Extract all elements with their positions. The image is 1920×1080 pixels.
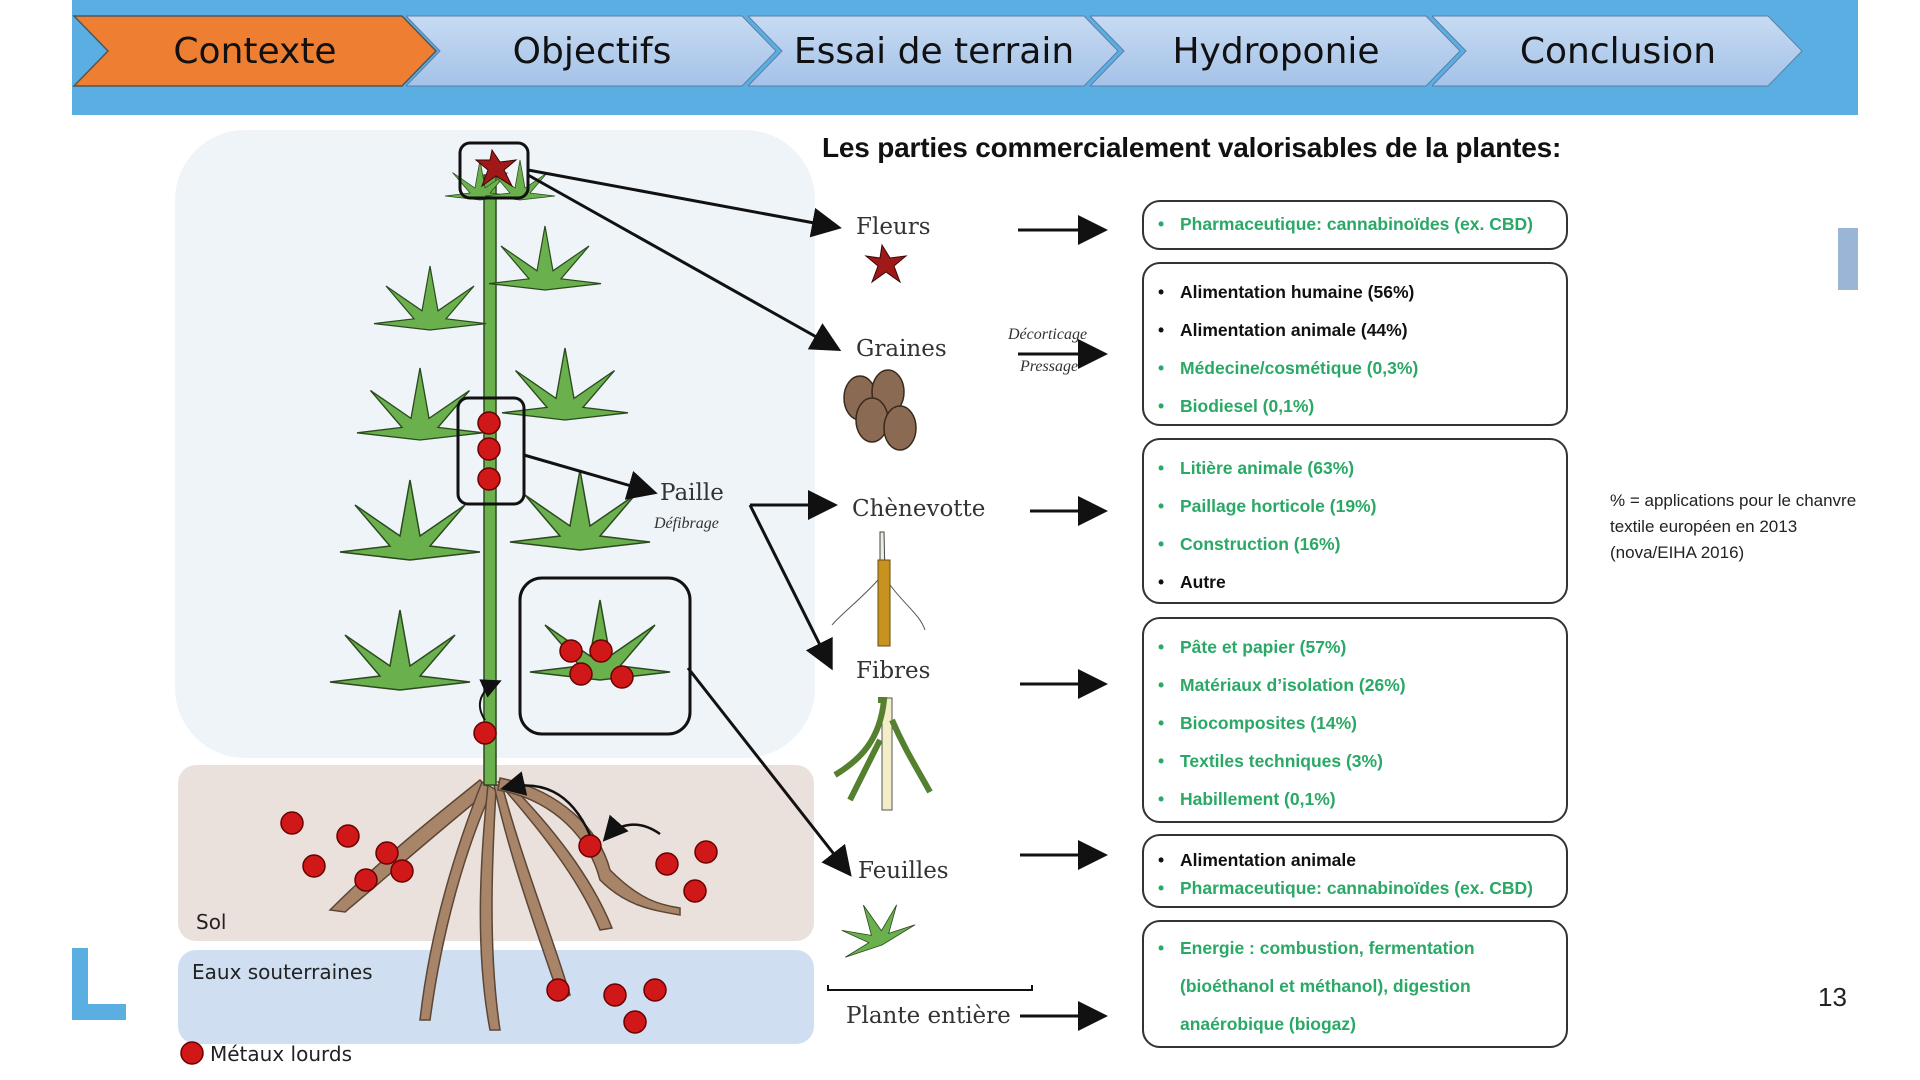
chevron-shape xyxy=(406,15,777,87)
roots xyxy=(328,777,681,1031)
nav-step-hydroponie[interactable]: Hydroponie xyxy=(1090,15,1462,87)
process-decorticage: Décorticage xyxy=(1008,326,1088,343)
uses-box-feuilles: Alimentation animalePharmaceutique: cann… xyxy=(1142,834,1568,908)
hemp-plant-illustration xyxy=(180,141,1108,1065)
use-item: Matériaux d’isolation (26%) xyxy=(1156,675,1566,713)
use-item: Autre xyxy=(1156,572,1566,610)
use-item: Biodiesel (0,1%) xyxy=(1156,396,1566,434)
nav-step-label: Essai de terrain xyxy=(793,30,1075,72)
heavy-metal-markers xyxy=(280,411,718,1034)
use-item: Energie : combustion, fermentation xyxy=(1156,938,1566,976)
use-item: Alimentation animale xyxy=(1156,850,1566,878)
use-item: Litière animale (63%) xyxy=(1156,458,1566,496)
part-label-feuilles: Feuilles xyxy=(858,858,949,884)
uses-box-fleurs: Pharmaceutique: cannabinoïdes (ex. CBD) xyxy=(1142,200,1568,250)
leaf-highlight xyxy=(518,576,692,736)
side-tab-marker xyxy=(1838,228,1858,290)
use-item: Pharmaceutique: cannabinoïdes (ex. CBD) xyxy=(1156,878,1566,906)
fibres-icon xyxy=(833,697,933,811)
process-pressage: Pressage xyxy=(1020,358,1079,375)
footnote-percentages: % = applications pour le chanvre textile… xyxy=(1610,491,1857,562)
use-item: Pâte et papier (57%) xyxy=(1156,637,1566,675)
nav-step-essai-de-terrain[interactable]: Essai de terrain xyxy=(748,15,1120,87)
nav-step-contexte[interactable]: Contexte xyxy=(72,15,438,87)
use-item: Habillement (0,1%) xyxy=(1156,789,1566,827)
use-item: Textiles techniques (3%) xyxy=(1156,751,1566,789)
page-number: 13 xyxy=(1818,982,1847,1012)
use-item: anaérobique (biogaz) xyxy=(1180,1014,1356,1034)
part-label-graines: Graines xyxy=(856,336,947,362)
nav-step-label: Hydroponie xyxy=(1172,30,1380,72)
use-item: Paillage horticole (19%) xyxy=(1156,496,1566,534)
leaves-icon xyxy=(828,888,918,962)
chevron-shape xyxy=(748,15,1119,87)
part-label-fleurs: Fleurs xyxy=(856,214,931,240)
uses-box-plante-entiere: Energie : combustion, fermentation(bioét… xyxy=(1142,920,1568,1048)
heavy-metal-legend-label: Métaux lourds xyxy=(210,1042,352,1066)
stem-highlight xyxy=(456,396,526,506)
nav-step-label: Objectifs xyxy=(512,30,672,72)
whole-plant-bracket xyxy=(827,985,1033,991)
nav-step-label: Conclusion xyxy=(1519,30,1717,72)
soil-label: Sol xyxy=(196,910,227,934)
nav-step-objectifs[interactable]: Objectifs xyxy=(406,15,778,87)
use-item: Biocomposites (14%) xyxy=(1156,713,1566,751)
part-label-plante-entiere: Plante entière xyxy=(846,1003,1011,1029)
flower-icon xyxy=(474,148,518,188)
heavy-metal-legend-icon xyxy=(180,1041,204,1065)
chevron-shape xyxy=(72,15,438,87)
chenevotte-icon xyxy=(831,531,926,647)
use-item: Médecine/cosmétique (0,3%) xyxy=(1156,358,1566,396)
process-defibrage: Défibrage xyxy=(654,515,719,532)
uses-box-chenevotte: Litière animale (63%)Paillage horticole … xyxy=(1142,438,1568,604)
uses-box-graines: Alimentation humaine (56%)Alimentation a… xyxy=(1142,262,1568,426)
logo-l-mark xyxy=(72,948,126,1020)
use-item: Alimentation humaine (56%) xyxy=(1156,282,1566,320)
slide-title: Les parties commercialement valorisables… xyxy=(822,132,1562,163)
chevron-shape xyxy=(1432,15,1803,87)
chevron-shape xyxy=(1090,15,1461,87)
groundwater-label: Eaux souterraines xyxy=(192,960,373,984)
use-item: Construction (16%) xyxy=(1156,534,1566,572)
flowers-icon xyxy=(864,243,908,284)
use-item: (bioéthanol et méthanol), digestion xyxy=(1180,976,1471,996)
uses-box-fibres: Pâte et papier (57%)Matériaux d’isolatio… xyxy=(1142,617,1568,823)
nav-step-label: Contexte xyxy=(173,30,337,72)
part-label-chenevotte: Chènevotte xyxy=(852,496,986,522)
paille-label: Paille xyxy=(660,480,724,506)
nav-step-conclusion[interactable]: Conclusion xyxy=(1432,15,1804,87)
use-item: Pharmaceutique: cannabinoïdes (ex. CBD) xyxy=(1156,214,1566,235)
seeds-icon xyxy=(843,369,917,451)
part-label-fibres: Fibres xyxy=(856,658,931,684)
progress-nav-band: Contexte Objectifs Essai de terrain Hydr… xyxy=(72,0,1858,115)
use-item: Alimentation animale (44%) xyxy=(1156,320,1566,358)
